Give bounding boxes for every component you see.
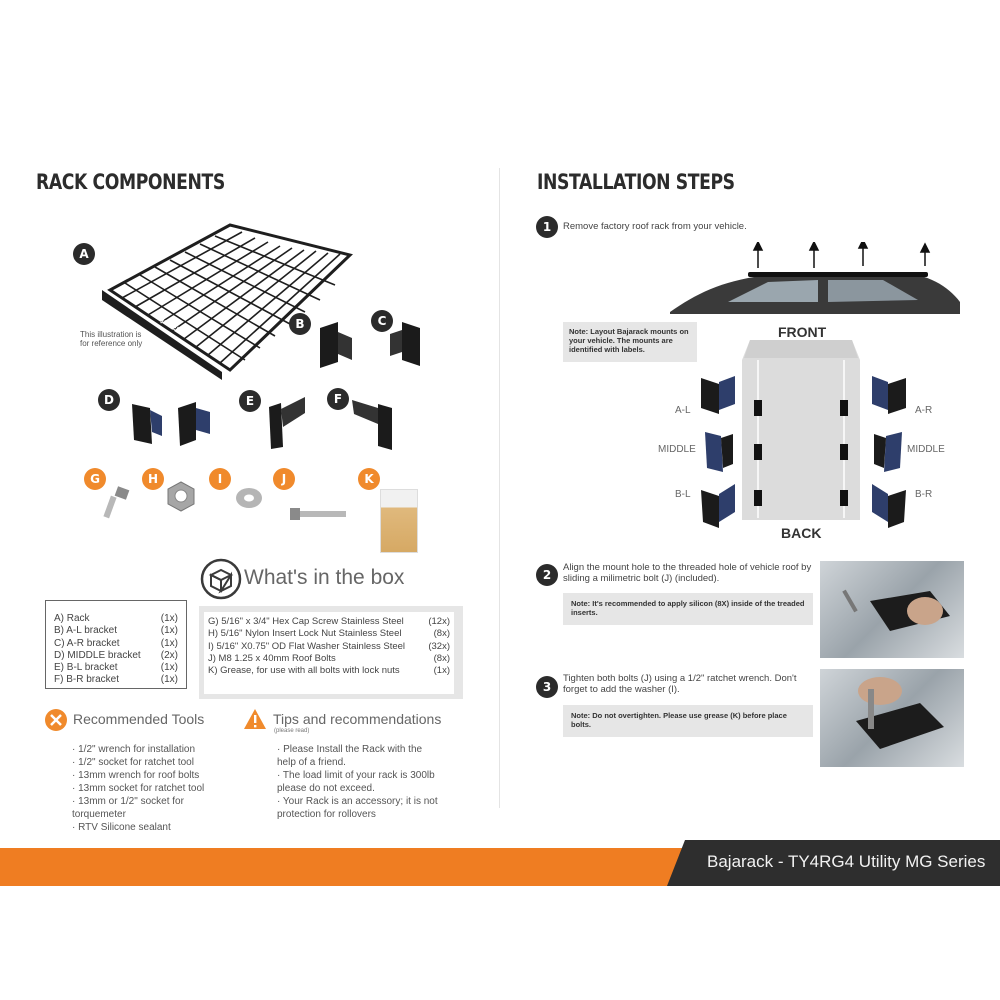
bracket-b-image: [320, 322, 352, 368]
page-divider: [499, 168, 500, 808]
left-brackets-diagram: [701, 376, 735, 528]
installation-steps-title: INSTALLATION STEPS: [537, 170, 735, 194]
part-label-c: C: [371, 310, 393, 332]
rack-components-title: RACK COMPONENTS: [36, 170, 225, 194]
list-item: B) A-L bracket(1x): [54, 625, 178, 637]
part-label-d: D: [98, 389, 120, 411]
rack-illustration: [102, 223, 353, 380]
step-3-badge: 3: [536, 676, 558, 698]
part-label-h: H: [142, 468, 164, 490]
step-2-note: Note: It's recommended to apply silicon …: [563, 593, 813, 625]
part-label-b: B: [289, 313, 311, 335]
mount-label-bl: B-L: [675, 489, 691, 500]
list-item: D) MIDDLE bracket(2x): [54, 649, 178, 661]
footer-title: Bajarack - TY4RG4 Utility MG Series: [707, 852, 986, 871]
list-item: E) B-L bracket(1x): [54, 662, 178, 674]
list-item: · RTV Silicone sealant: [72, 822, 171, 833]
front-label: FRONT: [778, 324, 827, 340]
mount-label-al: A-L: [675, 405, 691, 416]
vehicle-roof-image: [670, 242, 960, 314]
list-item: I) 5/16" X0.75" OD Flat Washer Stainless…: [208, 640, 450, 652]
tools-title: Recommended Tools: [73, 711, 205, 727]
layout-note: Note: Layout Bajarack mounts on your veh…: [563, 322, 697, 362]
list-item: F) B-R bracket(1x): [54, 674, 178, 686]
step-3-note: Note: Do not overtighten. Please use gre…: [563, 705, 813, 737]
part-label-g: G: [84, 468, 106, 490]
illustration-note: This illustration is for reference only: [80, 330, 143, 348]
tips-subtitle: (please read): [274, 728, 310, 734]
list-item: · Please Install the Rack with the: [277, 744, 423, 755]
step-1-badge: 1: [536, 216, 558, 238]
step-2-photo: [820, 561, 964, 658]
list-item: · 1/2" wrench for installation: [72, 744, 196, 755]
hex-screw-image: [103, 486, 130, 519]
mount-label-ar: A-R: [915, 405, 933, 416]
footer-title-bar: [667, 840, 1000, 886]
list-item: · Your Rack is an accessory; it is not: [277, 796, 438, 807]
part-label-f: F: [327, 388, 349, 410]
tips-title: Tips and recommendations: [273, 711, 442, 727]
mount-label-middle-right: MIDDLE: [907, 444, 945, 455]
box-icon: [200, 558, 242, 600]
part-label-j: J: [273, 468, 295, 490]
step-2-badge: 2: [536, 564, 558, 586]
roof-bolt-image: [290, 508, 346, 520]
list-item: J) M8 1.25 x 40mm Roof Bolts(8x): [208, 652, 450, 664]
list-item: G) 5/16" x 3/4" Hex Cap Screw Stainless …: [208, 616, 450, 627]
tools-list: · 1/2" wrench for installation · 1/2" so…: [72, 743, 232, 834]
hardware-list-box: G) 5/16" x 3/4" Hex Cap Screw Stainless …: [199, 606, 463, 699]
list-item: C) A-R bracket(1x): [54, 637, 178, 649]
washer-image: [236, 488, 262, 508]
back-label: BACK: [781, 525, 822, 541]
step-1-text: Remove factory roof rack from your vehic…: [563, 221, 747, 232]
step-3-text: Tighten both bolts (J) using a 1/2" ratc…: [563, 673, 797, 695]
tips-list: · Please Install the Rack with the help …: [277, 743, 467, 821]
whats-in-box-title: What's in the box: [244, 566, 405, 589]
part-label-e: E: [239, 390, 261, 412]
tools-icon: [45, 709, 67, 731]
roof-layout-diagram: [742, 340, 860, 520]
list-item: please do not exceed.: [277, 783, 375, 794]
list-item: · 13mm socket for ratchet tool: [72, 783, 205, 794]
right-brackets-diagram: [872, 376, 906, 528]
part-label-k: K: [358, 468, 380, 490]
grease-packet-image: [380, 489, 418, 553]
list-item: A) Rack(1x): [54, 613, 178, 624]
bracket-f-image: [352, 400, 392, 450]
list-item: K) Grease, for use with all bolts with l…: [208, 665, 450, 677]
mount-label-middle-left: MIDDLE: [658, 444, 696, 455]
warning-icon: [244, 709, 266, 729]
list-item: help of a friend.: [277, 757, 346, 768]
list-item: · 1/2" socket for ratchet tool: [72, 757, 194, 768]
list-item: H) 5/16" Nylon Insert Lock Nut Stainless…: [208, 628, 450, 640]
bracket-e-image: [269, 397, 305, 449]
list-item: · The load limit of your rack is 300lb: [277, 770, 435, 781]
rack-parts-list: A) Rack(1x) B) A-L bracket(1x) C) A-R br…: [45, 600, 187, 689]
part-label-i: I: [209, 468, 231, 490]
list-item: · 13mm or 1/2" socket for: [72, 796, 184, 807]
bracket-c-image: [390, 322, 420, 366]
bracket-d-image: [132, 402, 210, 446]
hardware-list: G) 5/16" x 3/4" Hex Cap Screw Stainless …: [204, 612, 454, 694]
list-item: · 13mm wrench for roof bolts: [72, 770, 200, 781]
step-2-text: Align the mount hole to the threaded hol…: [563, 562, 812, 584]
mount-label-br: B-R: [915, 489, 933, 500]
lock-nut-image: [167, 481, 195, 512]
list-item: torquemeter: [72, 809, 126, 820]
step-3-photo: [820, 669, 964, 767]
part-label-a: A: [73, 243, 95, 265]
list-item: protection for rollovers: [277, 809, 376, 820]
